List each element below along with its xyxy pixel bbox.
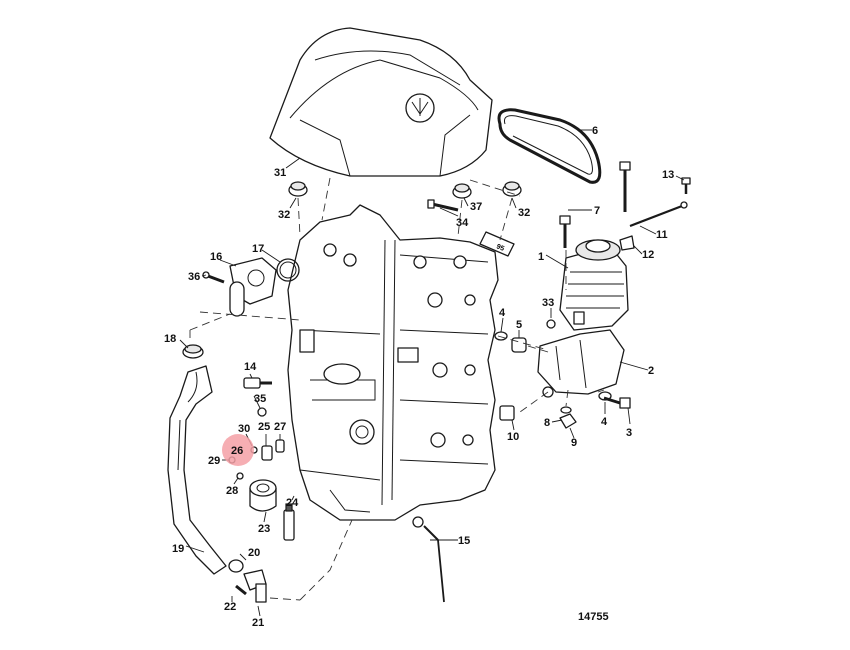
callout-28[interactable]: 28 [226, 485, 238, 497]
callout-17[interactable]: 17 [252, 243, 264, 255]
cap-18-part[interactable] [182, 344, 204, 359]
callout-9[interactable]: 9 [571, 437, 577, 449]
sensor-14-part[interactable] [243, 377, 272, 389]
washer-8-part[interactable] [560, 406, 572, 414]
callout-14[interactable]: 14 [244, 361, 257, 373]
callout-5[interactable]: 5 [516, 319, 522, 331]
bolt-7-part[interactable] [559, 215, 571, 248]
leader-lines [179, 129, 685, 617]
callout-12[interactable]: 12 [642, 249, 654, 261]
fitting-25-part[interactable] [261, 445, 273, 461]
assembly-lines [189, 177, 605, 601]
callout-32-right[interactable]: 32 [518, 207, 530, 219]
callout-18[interactable]: 18 [164, 333, 176, 345]
callout-10[interactable]: 10 [507, 431, 519, 443]
engine-cover-part[interactable] [269, 27, 493, 177]
nut-9-part[interactable] [559, 413, 577, 429]
callout-11[interactable]: 11 [656, 229, 668, 241]
long-bolt-part[interactable] [619, 161, 631, 212]
clip-12-part[interactable] [619, 235, 635, 251]
oil-filter-part[interactable] [249, 479, 277, 512]
bracket-2-part[interactable] [537, 329, 625, 398]
nut-33-part[interactable] [546, 319, 556, 329]
bolt-3-part[interactable] [603, 396, 631, 409]
thermostat-gasket-part[interactable] [276, 258, 300, 282]
tube-24-part[interactable] [283, 503, 295, 541]
thermostat-housing-part[interactable] [229, 257, 277, 317]
callout-3[interactable]: 3 [626, 427, 632, 439]
screw-36-part[interactable] [202, 271, 225, 284]
figure-number: 14755 [578, 611, 609, 623]
fitting-27-part[interactable] [275, 439, 285, 453]
callout-22[interactable]: 22 [224, 601, 236, 613]
hose-19-part[interactable] [167, 365, 227, 575]
grommet-middle-part[interactable] [452, 183, 472, 199]
callout-8[interactable]: 8 [544, 417, 550, 429]
screw-34-part[interactable] [427, 199, 459, 212]
callout-36[interactable]: 36 [188, 271, 200, 283]
callout-2[interactable]: 2 [648, 365, 654, 377]
callout-4-lower[interactable]: 4 [601, 416, 608, 428]
engine-block-part[interactable] [287, 204, 499, 521]
callout-33[interactable]: 33 [542, 297, 554, 309]
washer-4-upper-part[interactable] [494, 331, 508, 341]
callout-24[interactable]: 24 [286, 497, 299, 509]
highlight-marker [222, 434, 254, 466]
callout-26[interactable]: 26 [231, 445, 243, 457]
callout-30[interactable]: 30 [238, 423, 250, 435]
callout-27[interactable]: 27 [274, 421, 286, 433]
callout-1[interactable]: 1 [538, 251, 544, 263]
callout-labels: 1 2 3 4 4 5 6 7 8 9 10 11 12 13 14 15 16… [164, 125, 674, 629]
fastener-35-part[interactable] [257, 407, 267, 417]
callout-6[interactable]: 6 [592, 125, 598, 137]
clamp-20-part[interactable] [228, 559, 244, 573]
callout-21[interactable]: 21 [252, 617, 264, 629]
callout-35[interactable]: 35 [254, 393, 266, 405]
callout-31[interactable]: 31 [274, 167, 286, 179]
callout-25[interactable]: 25 [258, 421, 270, 433]
callout-13[interactable]: 13 [662, 169, 674, 181]
sealant-tube-part[interactable]: 95 [479, 231, 515, 257]
screw-22-part[interactable] [235, 584, 247, 596]
screw-13-part[interactable] [681, 177, 691, 194]
callout-34[interactable]: 34 [456, 217, 469, 229]
callout-29[interactable]: 29 [208, 455, 220, 467]
alternator-part[interactable] [559, 239, 629, 331]
callout-7[interactable]: 7 [594, 205, 600, 217]
callout-23[interactable]: 23 [258, 523, 270, 535]
rod-11-part[interactable] [629, 201, 688, 228]
grommet-left-part[interactable] [288, 181, 308, 197]
callout-15[interactable]: 15 [458, 535, 470, 547]
callout-20[interactable]: 20 [248, 547, 260, 559]
drive-belt-part[interactable] [497, 108, 602, 184]
fitting-28-part[interactable] [236, 472, 244, 480]
sealant-tube-label: 95 [495, 243, 505, 252]
grommet-right-part[interactable] [502, 181, 522, 197]
callout-19[interactable]: 19 [172, 543, 184, 555]
bracket-10-part[interactable] [499, 405, 515, 421]
callout-4-upper[interactable]: 4 [499, 307, 506, 319]
callout-32-left[interactable]: 32 [278, 209, 290, 221]
dipstick-15-part[interactable] [412, 516, 445, 603]
callout-37[interactable]: 37 [470, 201, 482, 213]
callout-16[interactable]: 16 [210, 251, 222, 263]
fitting-21-part[interactable] [243, 569, 267, 603]
